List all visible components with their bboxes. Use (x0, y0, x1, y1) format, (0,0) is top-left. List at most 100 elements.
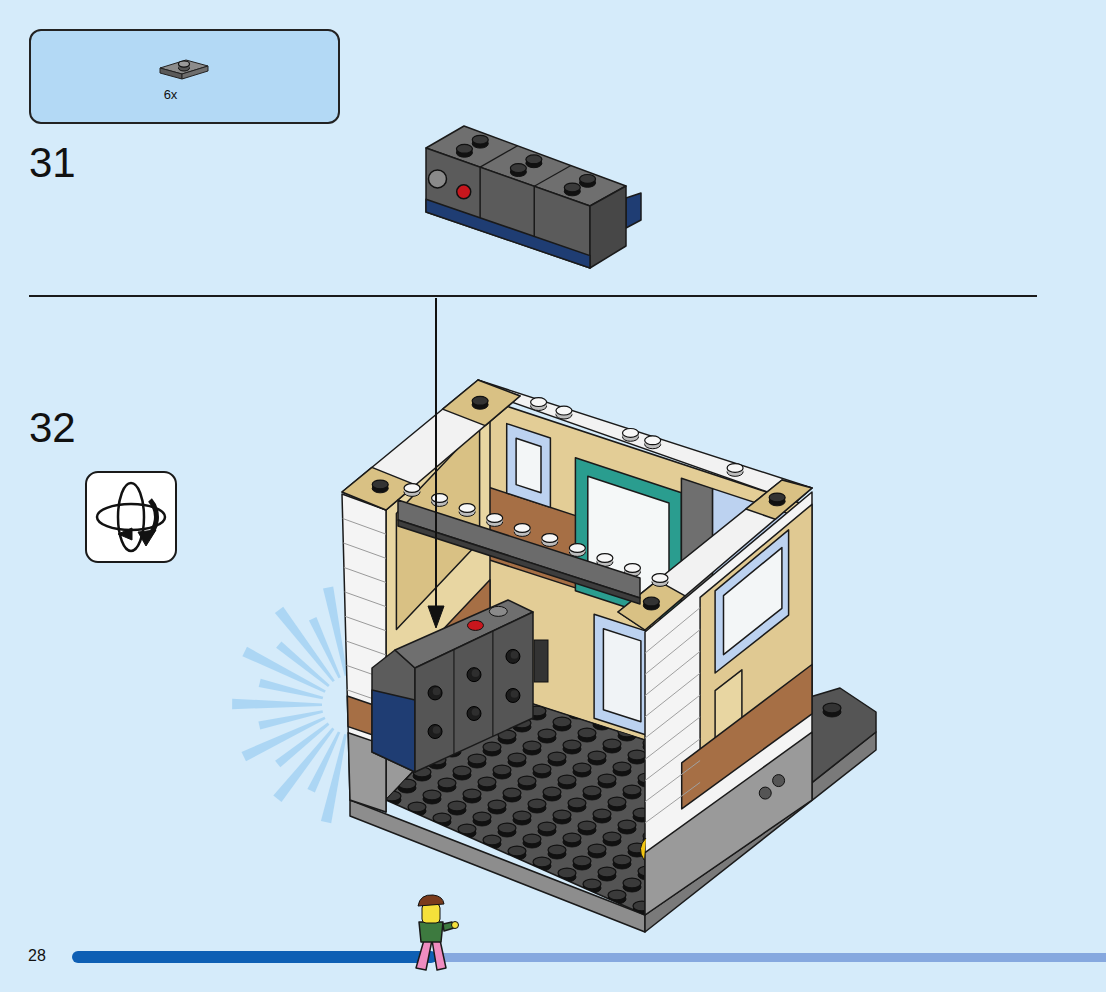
page-number: 28 (28, 948, 46, 964)
stud (433, 813, 451, 827)
brick-side (590, 186, 626, 268)
plate-icon (160, 60, 208, 79)
back-window-glass (516, 438, 541, 493)
illustration-part (623, 428, 639, 437)
stud (558, 775, 576, 789)
hat (418, 895, 444, 906)
illustration-part (703, 876, 721, 886)
illustration-part (548, 845, 566, 855)
illustration-part (483, 835, 501, 845)
round-tile (489, 606, 507, 616)
stud (553, 810, 571, 824)
torso (419, 922, 443, 942)
illustration-part (597, 554, 613, 563)
brick-front (415, 612, 533, 772)
gray-tile (398, 500, 640, 598)
illustration-part (518, 776, 536, 786)
stud (542, 534, 558, 547)
stud (533, 764, 551, 778)
illustration-part (531, 398, 547, 407)
blue-tab (626, 193, 641, 228)
illustration-part (624, 564, 640, 573)
illustration-part (763, 832, 781, 842)
illustration-part (538, 822, 556, 832)
stud (498, 823, 516, 837)
illustration-part (438, 778, 456, 788)
brick-line (645, 673, 700, 717)
illustration-part (548, 752, 566, 762)
illustration-part (703, 880, 721, 890)
stud (468, 847, 486, 861)
stud (179, 61, 190, 71)
stud (458, 824, 476, 838)
illustration-part (608, 708, 626, 718)
red-button (457, 185, 471, 199)
illustration-part (688, 893, 706, 897)
door-window-glass (603, 629, 641, 722)
rotate-arrow-head (138, 530, 156, 546)
illustration-part (508, 846, 526, 856)
stud (553, 717, 571, 731)
illustration-part (568, 798, 586, 808)
stud (448, 801, 466, 815)
parts-callout-box: 6x (29, 29, 340, 124)
highlight-burst (232, 587, 347, 824)
illustration-part (593, 809, 611, 819)
illustration-part (493, 765, 511, 775)
illustration-part (533, 857, 551, 867)
stud (578, 728, 596, 742)
stud (456, 144, 472, 157)
illustration-part (493, 858, 511, 868)
stud (733, 852, 751, 866)
illustration-part (487, 514, 503, 523)
brick-line (645, 761, 700, 802)
stud (583, 786, 601, 800)
edge-line (479, 167, 481, 218)
illustration-part (453, 766, 471, 776)
illustration-part (448, 801, 466, 811)
illustration-part (652, 574, 668, 583)
side-stud-top (511, 690, 519, 698)
illustration-part (443, 841, 461, 845)
illustration-part (718, 864, 736, 874)
illustration-part (478, 777, 496, 787)
back-window (507, 424, 551, 508)
illustration-part (443, 836, 461, 846)
stud (543, 694, 561, 708)
stud (443, 836, 461, 850)
stud (418, 825, 436, 839)
yellow-piece (640, 838, 646, 860)
illustration-part (558, 868, 576, 878)
top-rim (342, 380, 812, 630)
illustration-part (578, 821, 596, 831)
illustration-part (543, 885, 561, 889)
illustration-part (598, 774, 616, 784)
illustration-part (543, 880, 561, 890)
step-separator (29, 295, 1037, 297)
illustration-part (468, 851, 486, 861)
illustration-part (556, 406, 572, 415)
stud (438, 778, 456, 792)
illustration-part (423, 790, 441, 800)
illustration-part (510, 164, 526, 173)
stud (608, 890, 626, 904)
brick-line (645, 782, 700, 823)
illustration-part (568, 896, 586, 900)
stud (688, 888, 706, 902)
illustration-part (543, 787, 561, 797)
burst-ray (242, 717, 326, 762)
stud (518, 869, 536, 883)
illustration-part (769, 493, 785, 502)
illustration-part (533, 764, 551, 774)
progress-done (72, 951, 437, 963)
illustration-part (643, 929, 661, 933)
stud (453, 766, 471, 780)
stud (593, 902, 611, 916)
brick-line (345, 592, 386, 607)
parts-box-fill (30, 30, 339, 123)
brick-line (645, 695, 700, 738)
stud (628, 750, 646, 764)
illustration-part (543, 694, 561, 704)
stud (608, 704, 626, 718)
